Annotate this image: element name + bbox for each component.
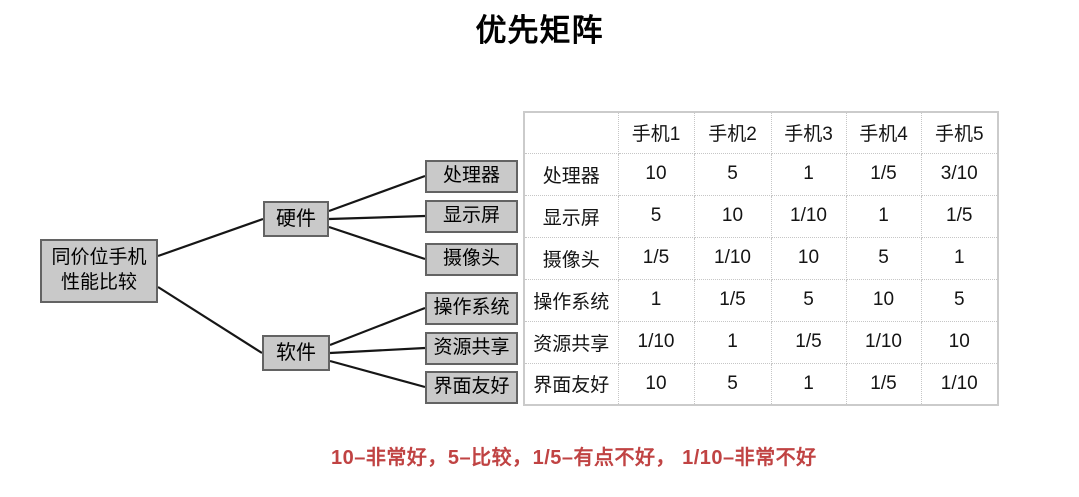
- rating-legend: 10–非常好，5–比较，1/5–有点不好， 1/10–非常不好: [331, 447, 817, 469]
- table-header-row: 手机1 手机2 手机3 手机4 手机5: [523, 111, 999, 154]
- connector-software-share: [329, 346, 426, 355]
- page-title: 优先矩阵: [475, 13, 604, 48]
- row-label: 摄像头: [523, 236, 619, 280]
- connector-software-os: [329, 306, 426, 347]
- connector-hardware-cpu: [328, 174, 426, 213]
- row-label: 显示屏: [523, 194, 619, 238]
- root-label-line1: 同价位手机: [51, 247, 147, 269]
- tree-node-display: 显示屏: [425, 200, 518, 233]
- matrix-cell: 5: [770, 278, 847, 322]
- matrix-cell: 1/10: [920, 362, 999, 406]
- matrix-cell: 1/10: [770, 194, 847, 238]
- matrix-cell: 1/5: [845, 362, 922, 406]
- matrix-cell: 5: [617, 194, 695, 238]
- column-header-phone2: 手机2: [693, 111, 772, 154]
- tree-node-camera: 摄像头: [425, 243, 518, 276]
- matrix-cell: 10: [617, 362, 695, 406]
- matrix-cell: 1: [770, 152, 847, 196]
- matrix-cell: 1/5: [693, 278, 772, 322]
- hardware-label: 硬件: [276, 208, 316, 230]
- share-label: 资源共享: [433, 337, 510, 359]
- column-header-phone3: 手机3: [770, 111, 847, 154]
- tree-node-share: 资源共享: [425, 332, 518, 365]
- matrix-cell: 10: [920, 320, 999, 364]
- camera-label: 摄像头: [442, 248, 500, 270]
- matrix-cell: 1/5: [770, 320, 847, 364]
- row-label: 处理器: [523, 152, 619, 196]
- matrix-cell: 1/5: [845, 152, 922, 196]
- matrix-cell: 1/10: [693, 236, 772, 280]
- matrix-cell: 1: [693, 320, 772, 364]
- matrix-cell: 10: [693, 194, 772, 238]
- tree-node-hardware: 硬件: [263, 201, 329, 237]
- os-label: 操作系统: [433, 297, 510, 319]
- matrix-cell: 1: [770, 362, 847, 406]
- matrix-cell: 10: [845, 278, 922, 322]
- software-label: 软件: [276, 342, 316, 364]
- connector-software-ui: [329, 359, 426, 389]
- connector-root-hardware: [157, 217, 264, 258]
- matrix-cell: 5: [920, 278, 999, 322]
- ui-label: 界面友好: [433, 376, 510, 398]
- row-label: 界面友好: [523, 362, 619, 406]
- cpu-label: 处理器: [442, 165, 500, 187]
- matrix-cell: 1/10: [845, 320, 922, 364]
- row-label: 操作系统: [523, 278, 619, 322]
- column-header-phone5: 手机5: [920, 111, 999, 154]
- root-label-line2: 性能比较: [60, 272, 137, 293]
- tree-node-ui: 界面友好: [425, 371, 518, 404]
- matrix-cell: 5: [693, 152, 772, 196]
- column-header-phone1: 手机1: [617, 111, 695, 154]
- matrix-cell: 1/5: [920, 194, 999, 238]
- matrix-cell: 1/10: [617, 320, 695, 364]
- matrix-cell: 1/5: [617, 236, 695, 280]
- tree-node-os: 操作系统: [425, 292, 518, 325]
- column-header-phone4: 手机4: [845, 111, 922, 154]
- matrix-cell: 10: [617, 152, 695, 196]
- connector-hardware-camera: [328, 225, 426, 261]
- matrix-cell: 1: [845, 194, 922, 238]
- matrix-cell: 3/10: [920, 152, 999, 196]
- matrix-cell: 5: [693, 362, 772, 406]
- matrix-cell: 1: [920, 236, 999, 280]
- matrix-cell: 1: [617, 278, 695, 322]
- matrix-cell: 5: [845, 236, 922, 280]
- matrix-cell: 10: [770, 236, 847, 280]
- tree-node-software: 软件: [262, 335, 330, 371]
- connector-hardware-display: [328, 214, 426, 221]
- corner-cell: [523, 111, 619, 154]
- display-label: 显示屏: [442, 205, 500, 227]
- connector-root-software: [157, 286, 263, 354]
- tree-node-root: 同价位手机 性能比较: [40, 239, 158, 303]
- tree-node-cpu: 处理器: [425, 160, 518, 193]
- row-label: 资源共享: [523, 320, 619, 364]
